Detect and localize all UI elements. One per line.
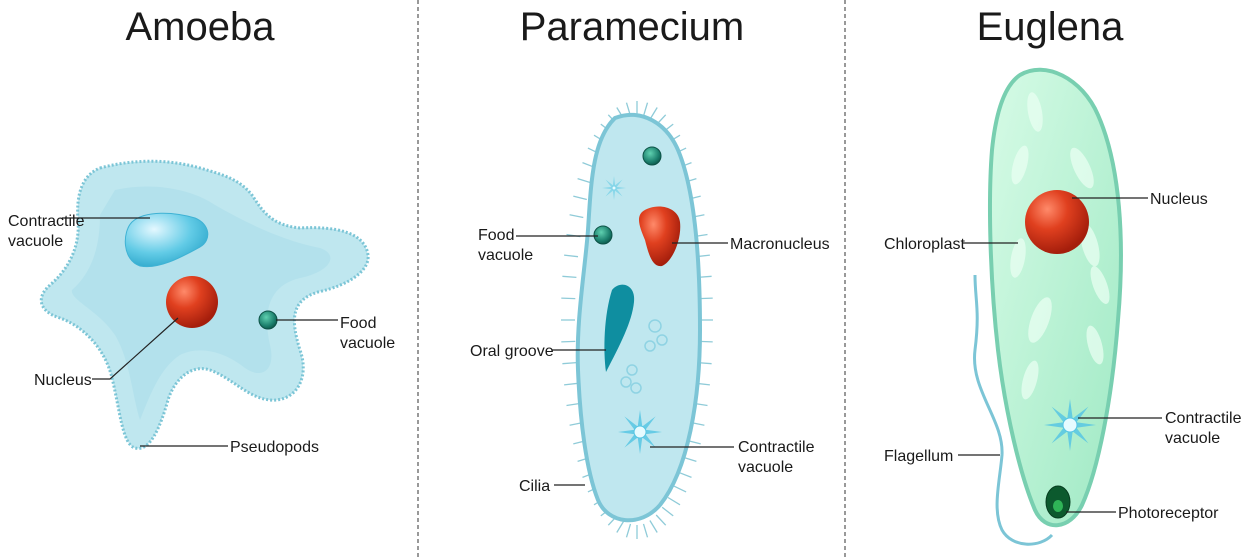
euglena-photoreceptor-label: Photoreceptor xyxy=(1118,505,1219,522)
amoeba-food-vacuole xyxy=(259,311,277,329)
amoeba-food-vacuole-label: Food vacuole xyxy=(340,315,395,352)
paramecium-food-vacuole xyxy=(594,226,612,244)
paramecium-contractile-vacuole-label: Contractile vacuole xyxy=(738,439,819,476)
euglena-flagellum-label: Flagellum xyxy=(884,448,953,465)
paramecium-cell-body xyxy=(578,115,700,520)
paramecium-food-vacuole-label: Food vacuole xyxy=(478,227,533,264)
paramecium-contractile-vacuole-top xyxy=(602,176,626,200)
euglena-nucleus xyxy=(1025,190,1089,254)
euglena-chloroplast-label: Chloroplast xyxy=(884,236,965,253)
paramecium-title: Paramecium xyxy=(520,5,745,49)
euglena-nucleus-label: Nucleus xyxy=(1150,191,1208,208)
euglena-panel: Euglena Nucleus Chloroplast Contracti xyxy=(884,5,1246,544)
amoeba-title: Amoeba xyxy=(126,5,276,49)
paramecium-oral-groove-label: Oral groove xyxy=(470,343,554,360)
euglena-contractile-vacuole-label: Contractile vacuole xyxy=(1165,410,1246,447)
paramecium-cilia-label: Cilia xyxy=(519,478,550,495)
euglena-eyespot-highlight xyxy=(1053,500,1063,512)
euglena-contractile-vacuole xyxy=(1044,399,1096,451)
amoeba-pseudopods-label: Pseudopods xyxy=(230,439,319,456)
amoeba-nucleus xyxy=(166,276,218,328)
amoeba-panel: Amoeba Contractile vacuole Food vacuole … xyxy=(8,5,395,456)
paramecium-macronucleus-label: Macronucleus xyxy=(730,236,830,253)
paramecium-food-vacuole-2 xyxy=(643,147,661,165)
amoeba-nucleus-label: Nucleus xyxy=(34,372,92,389)
euglena-title: Euglena xyxy=(977,5,1125,49)
paramecium-panel: Paramecium Food vacuole Macronucleus Ora… xyxy=(470,5,830,539)
